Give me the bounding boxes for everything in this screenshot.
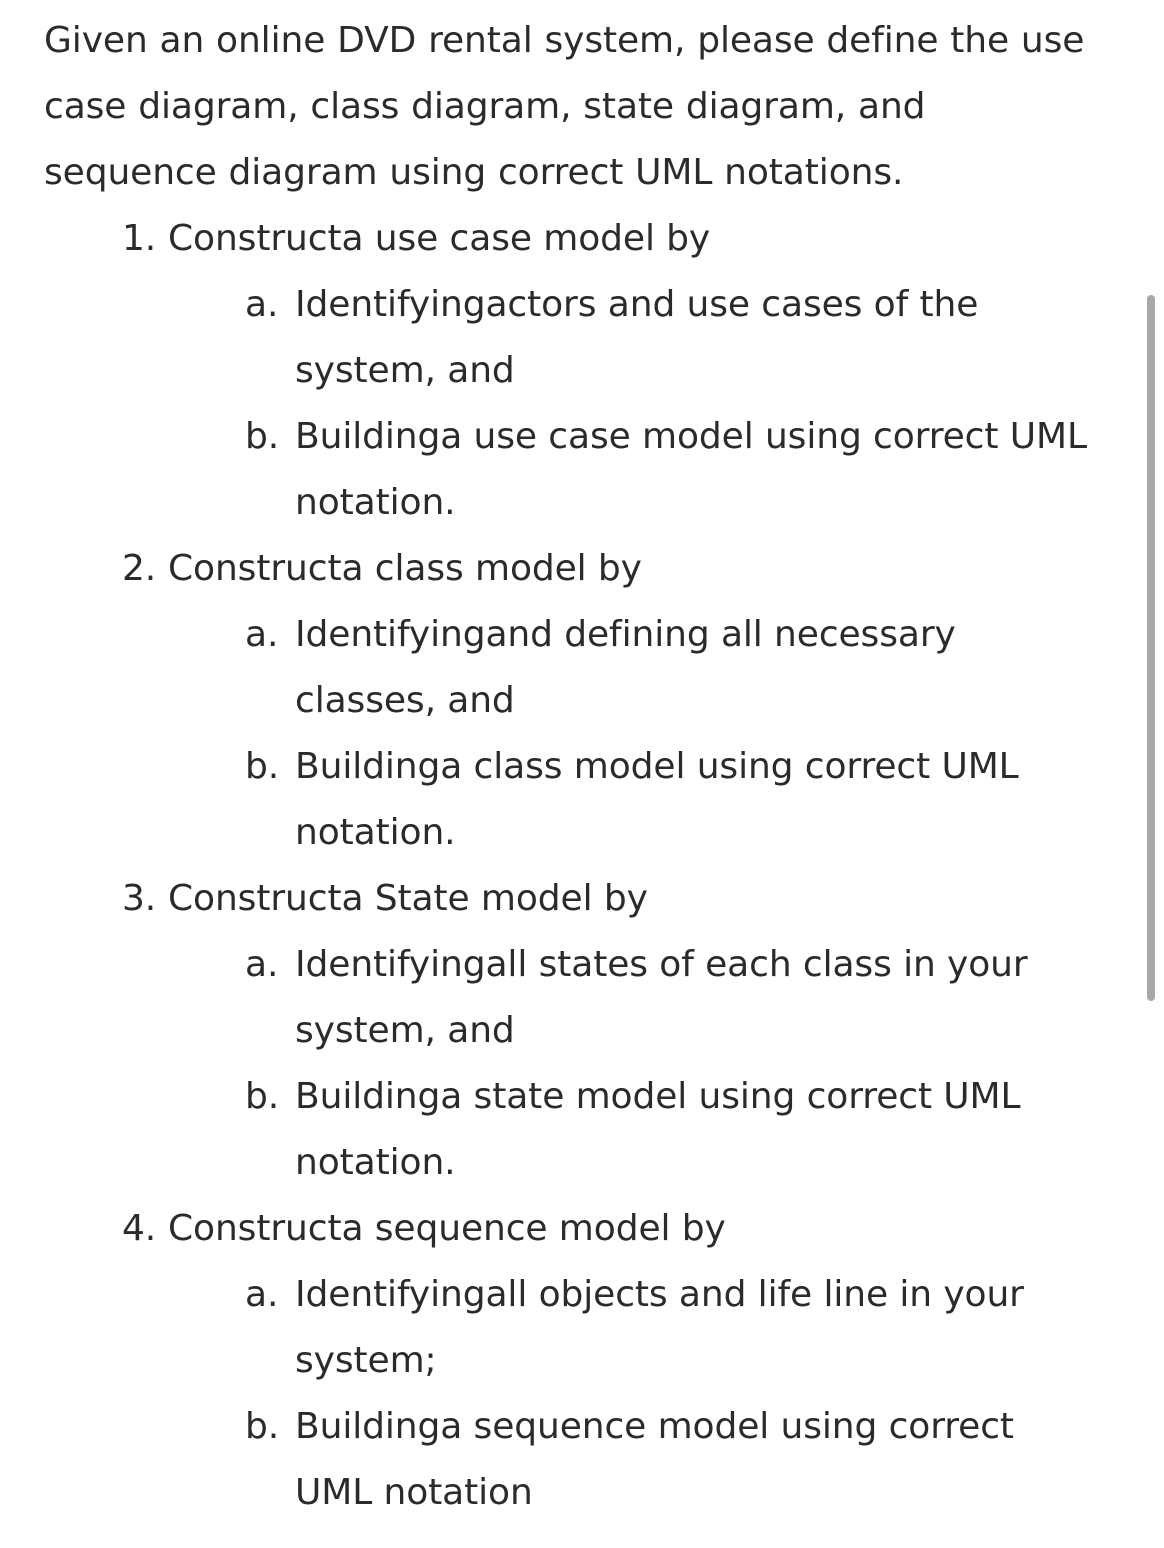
list-item-2-marker: 2. (122, 548, 157, 589)
numbered-task-list: 1. Constructa use case model by a. Ident… (0, 206, 1120, 1526)
sublist-item-3a-label: Identifyingall states of each class in y… (295, 944, 1028, 1051)
sublist-item-1b-label: Buildinga use case model using correct U… (295, 416, 1087, 523)
sublist-item-2b-label: Buildinga class model using correct UML … (295, 746, 1019, 853)
sublist-item-4a-label: Identifyingall objects and life line in … (295, 1274, 1024, 1381)
list-item-3: 3. Constructa State model by a. Identify… (0, 866, 1120, 1196)
sublist-item-1a: a. Identifyingactors and use cases of th… (0, 272, 1090, 404)
sublist-item-1b: b. Buildinga use case model using correc… (0, 404, 1090, 536)
sublist-item-3b-marker: b. (245, 1076, 280, 1117)
sublist-item-4b-marker: b. (245, 1406, 280, 1447)
vertical-scrollbar-thumb[interactable] (1147, 295, 1155, 1001)
sublist-item-1a-marker: a. (245, 284, 279, 325)
list-item-1-line: 1. Constructa use case model by (0, 206, 1120, 272)
sublist-1: a. Identifyingactors and use cases of th… (0, 272, 1120, 536)
vertical-scrollbar-track[interactable] (1147, 0, 1155, 1548)
sublist-4: a. Identifyingall objects and life line … (0, 1262, 1120, 1526)
sublist-item-2a-marker: a. (245, 614, 279, 655)
list-item-2-label: Constructa class model by (168, 548, 642, 589)
sublist-item-4b-label: Buildinga sequence model using correct U… (295, 1406, 1014, 1513)
sublist-item-1a-label: Identifyingactors and use cases of the s… (295, 284, 979, 391)
sublist-item-2a: a. Identifyingand defining all necessary… (0, 602, 1090, 734)
sublist-item-1b-marker: b. (245, 416, 280, 457)
list-item-3-marker: 3. (122, 878, 157, 919)
list-item-3-label: Constructa State model by (168, 878, 648, 919)
sublist-item-2b: b. Buildinga class model using correct U… (0, 734, 1090, 866)
list-item-4-marker: 4. (122, 1208, 157, 1249)
list-item-1-label: Constructa use case model by (168, 218, 711, 259)
list-item-4-line: 4. Constructa sequence model by (0, 1196, 1120, 1262)
document-content-column: Given an online DVD rental system, pleas… (0, 20, 1120, 1526)
sublist-item-3a: a. Identifyingall states of each class i… (0, 932, 1090, 1064)
intro-paragraph: Given an online DVD rental system, pleas… (44, 20, 1085, 193)
sublist-3: a. Identifyingall states of each class i… (0, 932, 1120, 1196)
list-item-4: 4. Constructa sequence model by a. Ident… (0, 1196, 1120, 1526)
sublist-item-3b: b. Buildinga state model using correct U… (0, 1064, 1090, 1196)
sublist-item-4a: a. Identifyingall objects and life line … (0, 1262, 1090, 1394)
list-item-1: 1. Constructa use case model by a. Ident… (0, 206, 1120, 536)
list-item-4-label: Constructa sequence model by (168, 1208, 726, 1249)
sublist-item-3a-marker: a. (245, 944, 279, 985)
list-item-2-line: 2. Constructa class model by (0, 536, 1120, 602)
list-item-3-line: 3. Constructa State model by (0, 866, 1120, 932)
sublist-item-2b-marker: b. (245, 746, 280, 787)
sublist-item-2a-label: Identifyingand defining all necessary cl… (295, 614, 956, 721)
list-item-1-marker: 1. (122, 218, 157, 259)
sublist-item-4b: b. Buildinga sequence model using correc… (0, 1394, 1090, 1526)
sublist-item-4a-marker: a. (245, 1274, 279, 1315)
sublist-2: a. Identifyingand defining all necessary… (0, 602, 1120, 866)
list-item-2: 2. Constructa class model by a. Identify… (0, 536, 1120, 866)
sublist-item-3b-label: Buildinga state model using correct UML … (295, 1076, 1021, 1183)
